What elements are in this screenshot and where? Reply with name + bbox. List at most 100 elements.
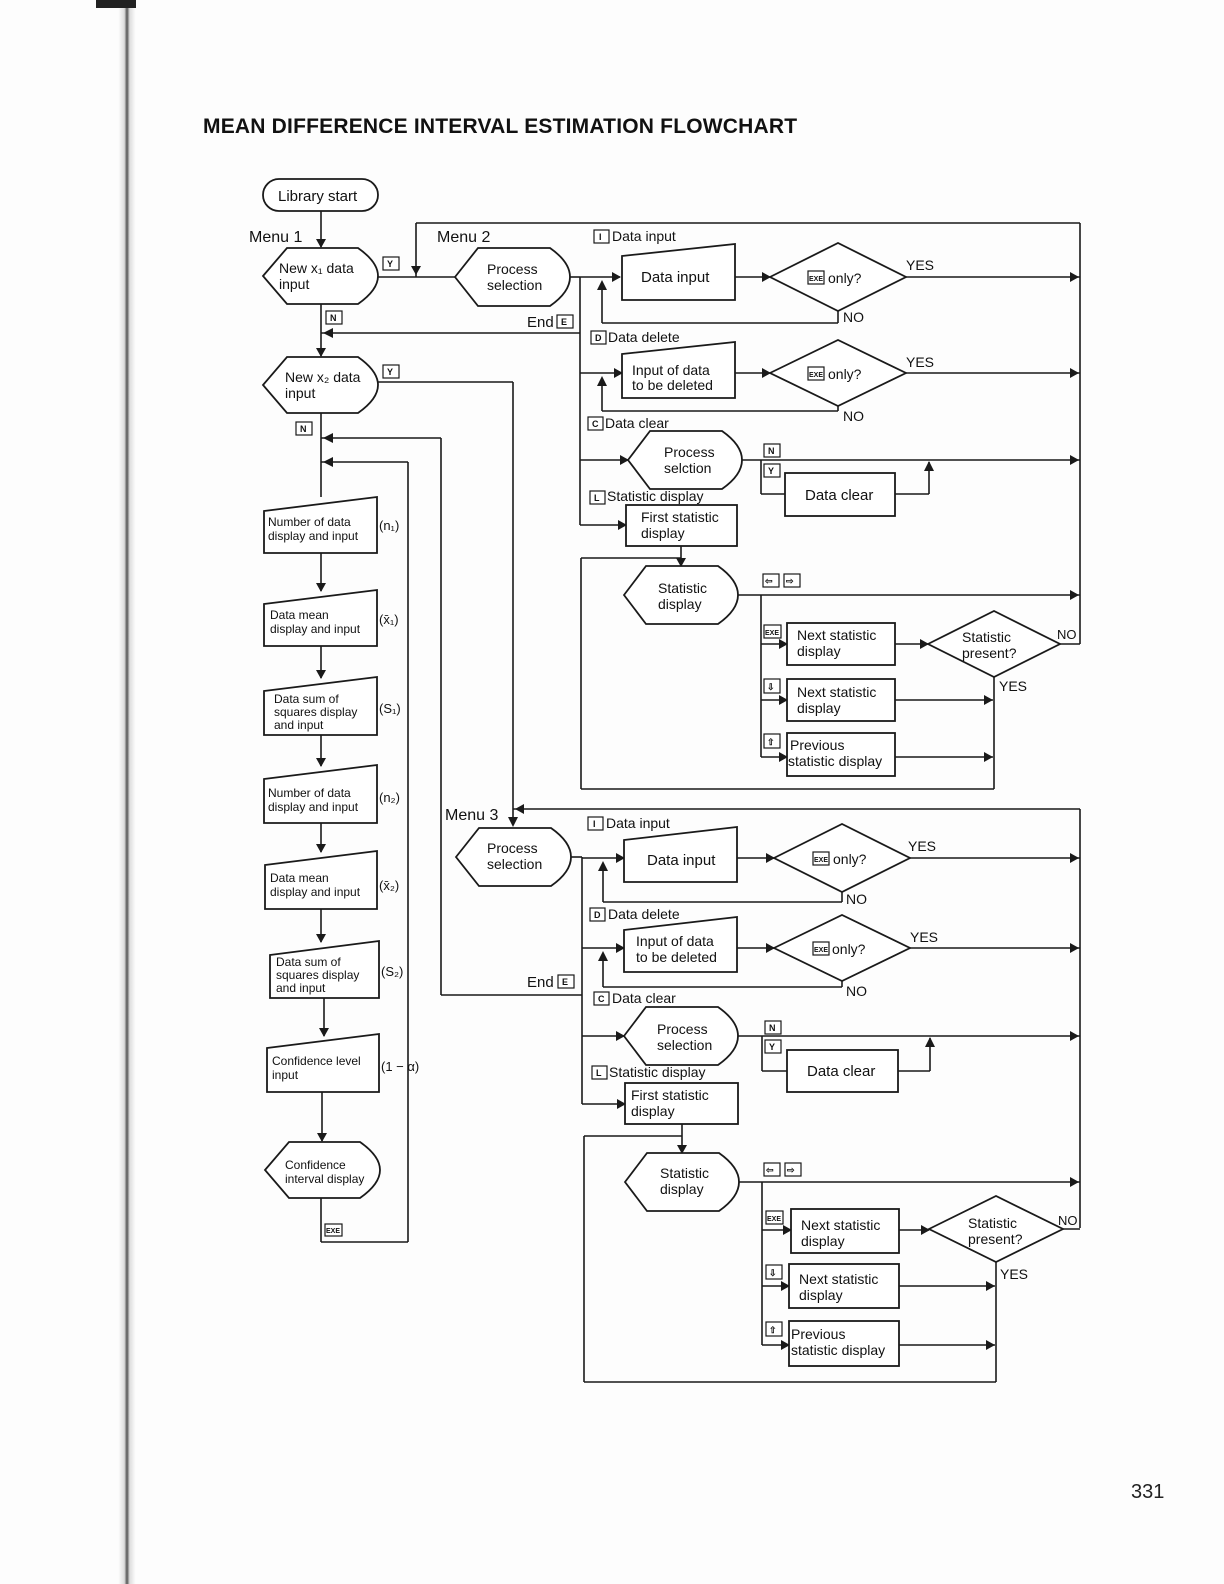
exe-key-icon — [812, 941, 830, 956]
left-arrow-key-label: ⇦ — [764, 576, 773, 586]
menu3-next-stat-box — [790, 1208, 900, 1254]
step5-line2: display and input — [270, 885, 361, 899]
menu2-delete-line2: to be deleted — [632, 377, 713, 393]
no-label: NO — [1057, 627, 1077, 642]
yes-label: YES — [999, 678, 1027, 694]
exe-key-icon — [324, 1223, 343, 1237]
menu2-first-stat-box — [625, 504, 738, 547]
menu2-label: Menu 2 — [437, 229, 490, 246]
menu3-section: Menu 3 Process selection End E I Data in… — [445, 804, 1081, 1383]
page-number: 331 — [1131, 1481, 1165, 1503]
no-label: NO — [1058, 1213, 1078, 1228]
menu2-data-input-box — [621, 242, 736, 301]
library-start-label: Library start — [278, 188, 358, 205]
exe-key-icon — [807, 270, 825, 285]
n-key-label: N — [769, 1023, 776, 1033]
exe-key-label: EXE — [767, 1216, 781, 1223]
step3-line3: and input — [274, 718, 324, 732]
e-key-icon — [557, 974, 575, 989]
n-key-icon — [763, 443, 781, 458]
down-arrow-key-icon — [765, 1264, 783, 1280]
menu3-data-input-label: Data input — [606, 815, 670, 831]
menu2-first-stat-line1: First statistic — [641, 509, 719, 525]
menu1-label: Menu 1 — [249, 229, 302, 246]
result-line2: interval display — [285, 1172, 364, 1186]
yes-label: YES — [1000, 1266, 1028, 1282]
menu2-delete-line1: Input of data — [632, 362, 710, 378]
step1-line1: Number of data — [268, 515, 351, 529]
menu2-data-clear-label: Data clear — [605, 415, 669, 431]
new-x1-line2: input — [279, 276, 309, 292]
step5-symbol: (x̄₂) — [379, 878, 399, 893]
l-key-icon — [591, 1065, 608, 1080]
menu1-step-6: Data sum of squares display and input (S… — [269, 939, 403, 999]
menu1-step-3: Data sum of squares display and input (S… — [263, 675, 401, 736]
step6-line2: squares display — [276, 968, 359, 982]
exe-key-label: EXE — [814, 947, 828, 954]
n-key-label: N — [768, 446, 775, 456]
menu2-data-clear-text: Data clear — [805, 487, 873, 504]
menu3-first-stat-line2: display — [631, 1103, 675, 1119]
menu3-prev-stat-line1: Previous — [791, 1326, 845, 1342]
step4-symbol: (n₂) — [379, 790, 400, 805]
d-key-icon — [589, 907, 606, 922]
menu2-data-input-label: Data input — [612, 228, 676, 244]
d-key-label: D — [595, 333, 602, 343]
down-arrow-key-label: ⇩ — [767, 682, 775, 692]
up-arrow-key-icon — [763, 733, 781, 749]
y-key-icon — [382, 364, 400, 379]
right-arrow-key-label: ⇨ — [786, 576, 794, 586]
new-x1-line1: New x₁ data — [279, 260, 354, 276]
menu2-clear-process-line2: selction — [664, 460, 711, 476]
menu2-next-stat-box — [786, 622, 896, 666]
menu2-exe-only-text: only? — [828, 270, 862, 286]
exe-key-icon — [763, 624, 782, 639]
menu3-data-input-text: Data input — [647, 852, 716, 869]
menu2-data-delete-label: Data delete — [608, 329, 680, 345]
exe-key-icon — [765, 1210, 784, 1225]
step4-line1: Number of data — [268, 786, 351, 800]
e-key-label: E — [562, 977, 568, 987]
step3-symbol: (S₁) — [379, 701, 401, 716]
menu3-delete-line1: Input of data — [636, 933, 714, 949]
y-key-label: Y — [387, 367, 393, 377]
menu2-data-input-text: Data input — [641, 269, 710, 286]
new-x2-data-input-shape — [261, 356, 379, 414]
l-key-label: L — [594, 493, 600, 503]
menu2-clear-process-line1: Process — [664, 444, 715, 460]
binding-cap — [96, 0, 136, 8]
no-label: NO — [843, 309, 864, 325]
step6-line3: and input — [276, 981, 326, 995]
new-x2-line1: New x₂ data — [285, 369, 361, 385]
left-arrow-key-label: ⇦ — [765, 1165, 774, 1175]
step1-symbol: (n₁) — [379, 518, 399, 533]
c-key-icon — [593, 991, 610, 1006]
new-x2-line2: input — [285, 385, 315, 401]
menu1-step-7: Confidence level input (1 − α) — [266, 1032, 419, 1093]
no-label: NO — [846, 891, 867, 907]
c-key-icon — [587, 416, 604, 431]
menu3-clear-process-line2: selection — [657, 1037, 712, 1053]
l-key-icon — [589, 490, 606, 505]
menu2-delete-box — [621, 340, 736, 399]
menu3-next-stat-line1: Next statistic — [801, 1217, 880, 1233]
end-label: End — [527, 314, 554, 331]
menu3-data-input-box — [623, 825, 738, 883]
down-arrow-key-label: ⇩ — [769, 1268, 777, 1278]
d-key-label: D — [594, 910, 601, 920]
up-arrow-key-icon — [765, 1321, 783, 1337]
menu1-step-2: Data mean display and input (x̄₁) — [263, 588, 399, 647]
exe-key-label: EXE — [326, 1228, 340, 1235]
menu3-prev-stat-box — [788, 1320, 900, 1367]
d-key-icon — [590, 330, 607, 345]
step5-line1: Data mean — [270, 871, 329, 885]
yes-label: YES — [906, 257, 934, 273]
up-arrow-key-label: ⇧ — [767, 737, 775, 747]
menu2-prev-stat-line2: statistic display — [788, 753, 882, 769]
menu2-statistic-display-label: Statistic display — [607, 488, 703, 504]
step7-line1: Confidence level — [272, 1054, 361, 1068]
menu3-prev-stat-line2: statistic display — [791, 1342, 885, 1358]
step1-line2: display and input — [268, 529, 359, 543]
